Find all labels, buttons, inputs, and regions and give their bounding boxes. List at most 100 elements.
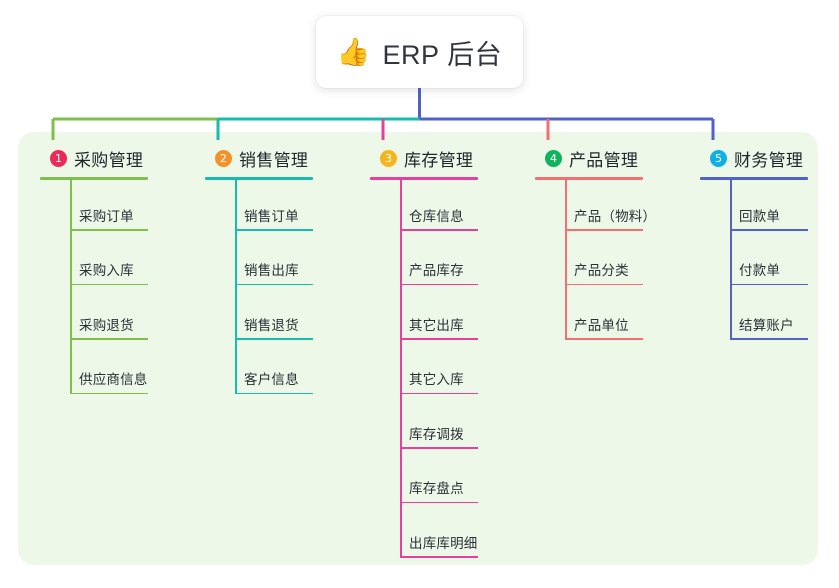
leaf-node-label: 出库库明细 bbox=[409, 535, 478, 551]
leaf-node-label: 供应商信息 bbox=[79, 372, 148, 387]
branch-item-list: 仓库信息产品库存其它出库其它入库库存调拨库存盘点出库库明细 bbox=[400, 180, 478, 562]
leaf-node[interactable]: 采购退货 bbox=[70, 289, 148, 344]
branch-number-badge: 4 bbox=[545, 149, 562, 167]
branch-stem bbox=[400, 180, 402, 558]
branch-title: 库存管理 bbox=[404, 150, 474, 170]
leaf-node-label: 销售退货 bbox=[244, 317, 299, 333]
leaf-node-underline bbox=[400, 447, 478, 449]
leaf-node[interactable]: 销售订单 bbox=[235, 180, 313, 235]
branch-number-badge: 2 bbox=[215, 149, 232, 167]
leaf-node[interactable]: 产品库存 bbox=[400, 235, 478, 290]
leaf-node[interactable]: 销售退货 bbox=[235, 289, 313, 344]
leaf-node-label: 产品库存 bbox=[409, 263, 464, 278]
branch-item-list: 产品（物料） 产品分类产品单位 bbox=[565, 180, 656, 344]
branch-stem bbox=[565, 180, 567, 340]
leaf-node[interactable]: 销售出库 bbox=[235, 235, 313, 290]
leaf-node-underline bbox=[730, 229, 808, 231]
branch-header-1[interactable]: 1 采购管理 bbox=[40, 145, 148, 171]
leaf-node-label: 库存调拨 bbox=[409, 426, 464, 442]
branch-column-5: 5 财务管理回款单付款单结算账户 bbox=[700, 145, 808, 344]
branch-underline bbox=[700, 177, 808, 180]
leaf-node-underline bbox=[400, 501, 478, 503]
branch-column-4: 4 产品管理产品（物料） 产品分类产品单位 bbox=[535, 145, 656, 344]
branch-underline bbox=[205, 177, 313, 180]
leaf-node[interactable]: 其它入库 bbox=[400, 344, 478, 399]
leaf-node-label: 采购退货 bbox=[79, 317, 134, 333]
branch-header-4[interactable]: 4 产品管理 bbox=[535, 145, 643, 171]
leaf-node[interactable]: 客户信息 bbox=[235, 344, 313, 399]
leaf-node-underline bbox=[70, 392, 148, 394]
branch-item-list: 回款单付款单结算账户 bbox=[730, 180, 808, 344]
branch-stem bbox=[70, 180, 72, 394]
leaf-node[interactable]: 结算账户 bbox=[730, 289, 808, 344]
leaf-node-underline bbox=[235, 338, 313, 340]
branch-underline bbox=[370, 177, 478, 180]
leaf-node[interactable]: 产品（物料） bbox=[565, 180, 656, 235]
leaf-node-label: 产品（物料） bbox=[574, 208, 657, 224]
leaf-node-underline bbox=[235, 283, 313, 285]
leaf-node[interactable]: 仓库信息 bbox=[400, 180, 478, 235]
leaf-node-label: 付款单 bbox=[739, 263, 781, 278]
leaf-node-label: 库存盘点 bbox=[409, 481, 464, 496]
thumbs-up-icon: 👍 bbox=[336, 36, 371, 67]
root-node-title: ERP 后台 bbox=[382, 39, 503, 70]
leaf-node-label: 结算账户 bbox=[739, 317, 794, 333]
leaf-node-label: 其它出库 bbox=[409, 317, 464, 333]
leaf-node-underline bbox=[565, 283, 643, 285]
branch-header-2[interactable]: 2 销售管理 bbox=[205, 145, 313, 171]
leaf-node-underline bbox=[400, 556, 478, 558]
leaf-node-underline bbox=[565, 338, 643, 340]
branch-stem bbox=[730, 180, 732, 340]
leaf-node-underline bbox=[70, 283, 148, 285]
leaf-node-label: 客户信息 bbox=[244, 372, 299, 387]
branch-underline bbox=[40, 177, 148, 180]
branch-title: 采购管理 bbox=[74, 150, 144, 170]
leaf-node-label: 回款单 bbox=[739, 208, 781, 224]
branch-item-list: 销售订单销售出库销售退货客户信息 bbox=[235, 180, 313, 398]
leaf-node-label: 采购入库 bbox=[79, 263, 134, 278]
branch-title: 财务管理 bbox=[734, 150, 804, 170]
leaf-node[interactable]: 库存盘点 bbox=[400, 453, 478, 508]
leaf-node-underline bbox=[400, 229, 478, 231]
leaf-node-label: 仓库信息 bbox=[409, 208, 464, 224]
leaf-node-underline bbox=[730, 338, 808, 340]
leaf-node-underline bbox=[565, 229, 643, 231]
leaf-node-underline bbox=[400, 283, 478, 285]
leaf-node-underline bbox=[400, 338, 478, 340]
branch-underline bbox=[535, 177, 643, 180]
leaf-node[interactable]: 供应商信息 bbox=[70, 344, 148, 399]
leaf-node-label: 销售出库 bbox=[244, 263, 299, 278]
leaf-node-label: 产品分类 bbox=[574, 263, 629, 278]
branch-item-list: 采购订单采购入库采购退货供应商信息 bbox=[70, 180, 148, 398]
leaf-node[interactable]: 付款单 bbox=[730, 235, 808, 290]
branch-number-badge: 5 bbox=[710, 149, 727, 167]
branch-header-5[interactable]: 5 财务管理 bbox=[700, 145, 808, 171]
leaf-node[interactable]: 产品分类 bbox=[565, 235, 643, 290]
leaf-node-underline bbox=[235, 392, 313, 394]
root-node-erp-backend[interactable]: 👍 ERP 后台 bbox=[316, 16, 523, 88]
branch-header-3[interactable]: 3 库存管理 bbox=[370, 145, 478, 171]
leaf-node-label: 其它入库 bbox=[409, 372, 464, 387]
branch-number-badge: 3 bbox=[380, 149, 397, 167]
leaf-node[interactable]: 其它出库 bbox=[400, 289, 478, 344]
branch-title: 产品管理 bbox=[569, 150, 639, 170]
branch-number-badge: 1 bbox=[50, 149, 67, 167]
leaf-node[interactable]: 采购入库 bbox=[70, 235, 148, 290]
leaf-node-label: 产品单位 bbox=[574, 317, 629, 333]
leaf-node[interactable]: 库存调拨 bbox=[400, 398, 478, 453]
branch-stem bbox=[235, 180, 237, 394]
leaf-node[interactable]: 产品单位 bbox=[565, 289, 643, 344]
branch-column-1: 1 采购管理采购订单采购入库采购退货供应商信息 bbox=[40, 145, 148, 398]
branch-column-2: 2 销售管理销售订单销售出库销售退货客户信息 bbox=[205, 145, 313, 398]
leaf-node-underline bbox=[70, 229, 148, 231]
leaf-node-underline bbox=[400, 392, 478, 394]
leaf-node-underline bbox=[70, 338, 148, 340]
leaf-node-label: 采购订单 bbox=[79, 208, 134, 224]
diagram-background-panel bbox=[18, 132, 818, 565]
leaf-node[interactable]: 出库库明细 bbox=[400, 507, 478, 562]
branch-title: 销售管理 bbox=[239, 150, 309, 170]
leaf-node[interactable]: 回款单 bbox=[730, 180, 808, 235]
leaf-node-underline bbox=[730, 283, 808, 285]
leaf-node[interactable]: 采购订单 bbox=[70, 180, 148, 235]
